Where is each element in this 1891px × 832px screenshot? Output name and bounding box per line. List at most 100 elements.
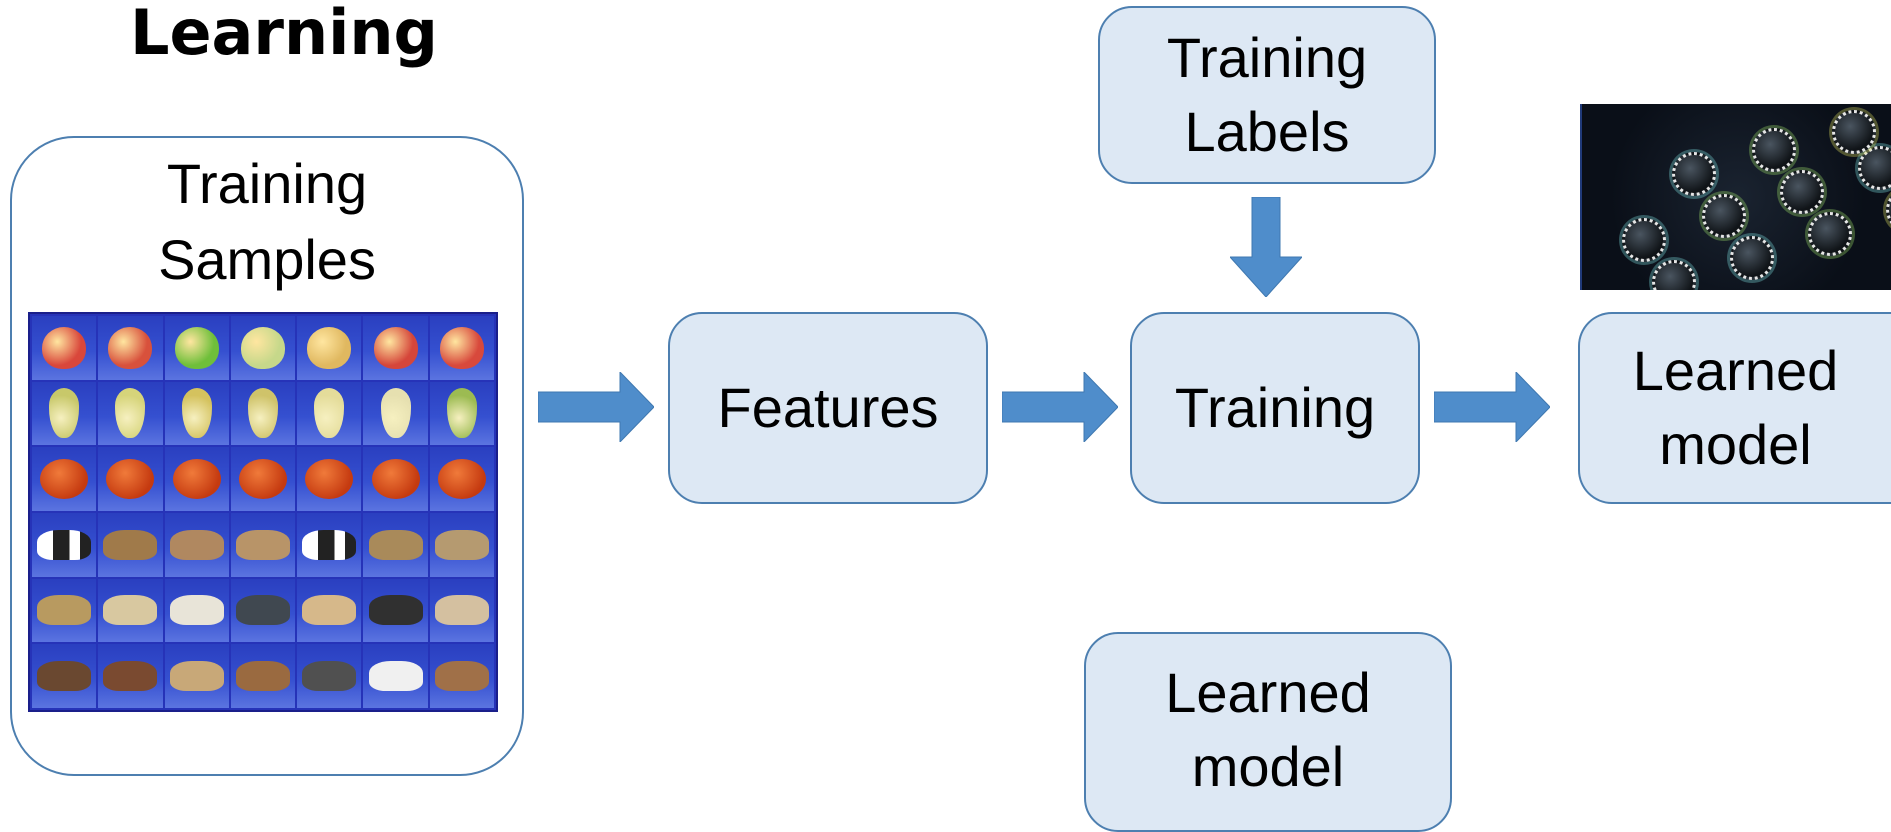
knob-icon: [1652, 260, 1696, 290]
arrow-right-icon: [1434, 372, 1550, 442]
horse-sample-image: [98, 644, 163, 708]
pear-sample-image: [98, 381, 163, 446]
pear-sample-image: [363, 381, 428, 446]
cow-sample-image: [429, 513, 494, 577]
horse-shape: [37, 661, 92, 692]
dog-sample-image: [98, 578, 163, 643]
pear-shape: [247, 388, 278, 439]
apple-sample-image: [230, 316, 296, 380]
apple-sample-image: [98, 316, 163, 380]
training-labels-box: Training Labels: [1098, 6, 1436, 184]
pear-shape: [380, 388, 411, 439]
cow-shape: [434, 529, 489, 560]
dog-sample-image: [363, 578, 428, 643]
knob-icon: [1752, 128, 1796, 172]
pear-sample-image: [230, 381, 296, 446]
horse-shape: [169, 661, 224, 692]
dog-shape: [235, 595, 290, 626]
training-samples-image-grid: [28, 312, 498, 712]
horse-shape: [434, 661, 489, 692]
arrow-down-icon: [1230, 197, 1302, 297]
horse-sample-image: [363, 644, 428, 708]
cow-shape: [302, 529, 357, 560]
tomato-sample-image: [429, 447, 494, 511]
tomato-shape: [305, 459, 354, 500]
horse-shape: [368, 661, 423, 692]
tomato-shape: [238, 459, 287, 500]
cow-shape: [169, 529, 224, 560]
page-title: Learning: [130, 0, 438, 69]
tomato-shape: [437, 459, 486, 500]
dog-sample-image: [164, 578, 229, 643]
arrow-right-icon: [538, 372, 654, 442]
tomato-sample-image: [363, 447, 428, 511]
knob-icon: [1730, 236, 1774, 280]
pear-shape: [115, 388, 146, 439]
horse-sample-image: [164, 644, 229, 708]
dog-sample-image: [429, 578, 494, 643]
tomato-shape: [106, 459, 155, 500]
training-labels-label: Training Labels: [1166, 26, 1368, 163]
tomato-sample-image: [230, 447, 296, 511]
dog-shape: [434, 595, 489, 626]
learned-model-box: Learned model: [1578, 312, 1891, 504]
cow-shape: [37, 529, 92, 560]
learned-model-box-bottom: Learned model: [1084, 632, 1452, 832]
cow-shape: [235, 529, 290, 560]
pear-shape: [49, 388, 80, 439]
dog-shape: [37, 595, 92, 626]
knob-icon: [1672, 152, 1716, 196]
pear-sample-image: [32, 381, 97, 446]
knob-icon: [1832, 110, 1876, 154]
horse-shape: [103, 661, 158, 692]
tomato-shape: [40, 459, 89, 500]
tomato-shape: [371, 459, 420, 500]
knob-icon: [1780, 170, 1824, 214]
pear-shape: [446, 388, 477, 439]
horse-sample-image: [32, 644, 97, 708]
apple-shape: [42, 326, 87, 369]
dog-shape: [302, 595, 357, 626]
apple-sample-image: [164, 316, 229, 380]
dog-sample-image: [32, 578, 97, 643]
apple-shape: [439, 326, 484, 369]
knob-icon: [1886, 188, 1891, 232]
dog-sample-image: [297, 578, 362, 643]
cow-sample-image: [363, 513, 428, 577]
learned-model-label: Learned model: [1632, 339, 1839, 476]
dog-shape: [368, 595, 423, 626]
horse-sample-image: [429, 644, 494, 708]
horse-sample-image: [230, 644, 296, 708]
training-box: Training: [1130, 312, 1420, 504]
horse-sample-image: [297, 644, 362, 708]
horse-shape: [302, 661, 357, 692]
learned-model-label-bottom: Learned model: [1165, 661, 1371, 798]
cow-shape: [368, 529, 423, 560]
cow-sample-image: [32, 513, 97, 577]
features-box: Features: [668, 312, 988, 504]
cow-sample-image: [98, 513, 163, 577]
cow-shape: [103, 529, 158, 560]
features-label: Features: [717, 376, 939, 439]
knob-icon: [1622, 218, 1666, 262]
apple-sample-image: [32, 316, 97, 380]
pear-sample-image: [297, 381, 362, 446]
tomato-sample-image: [297, 447, 362, 511]
cow-sample-image: [230, 513, 296, 577]
apple-sample-image: [363, 316, 428, 380]
apple-shape: [240, 326, 285, 369]
dog-shape: [169, 595, 224, 626]
knob-icon: [1808, 212, 1852, 256]
pear-shape: [314, 388, 345, 439]
knob-icon: [1858, 146, 1891, 190]
apple-shape: [174, 326, 219, 369]
training-label: Training: [1174, 376, 1376, 439]
apple-shape: [307, 326, 352, 369]
tomato-sample-image: [98, 447, 163, 511]
learned-model-knobs-image: [1580, 104, 1891, 290]
tomato-sample-image: [164, 447, 229, 511]
apple-shape: [108, 326, 153, 369]
arrow-right-icon: [1002, 372, 1118, 442]
apple-sample-image: [429, 316, 494, 380]
tomato-shape: [172, 459, 221, 500]
